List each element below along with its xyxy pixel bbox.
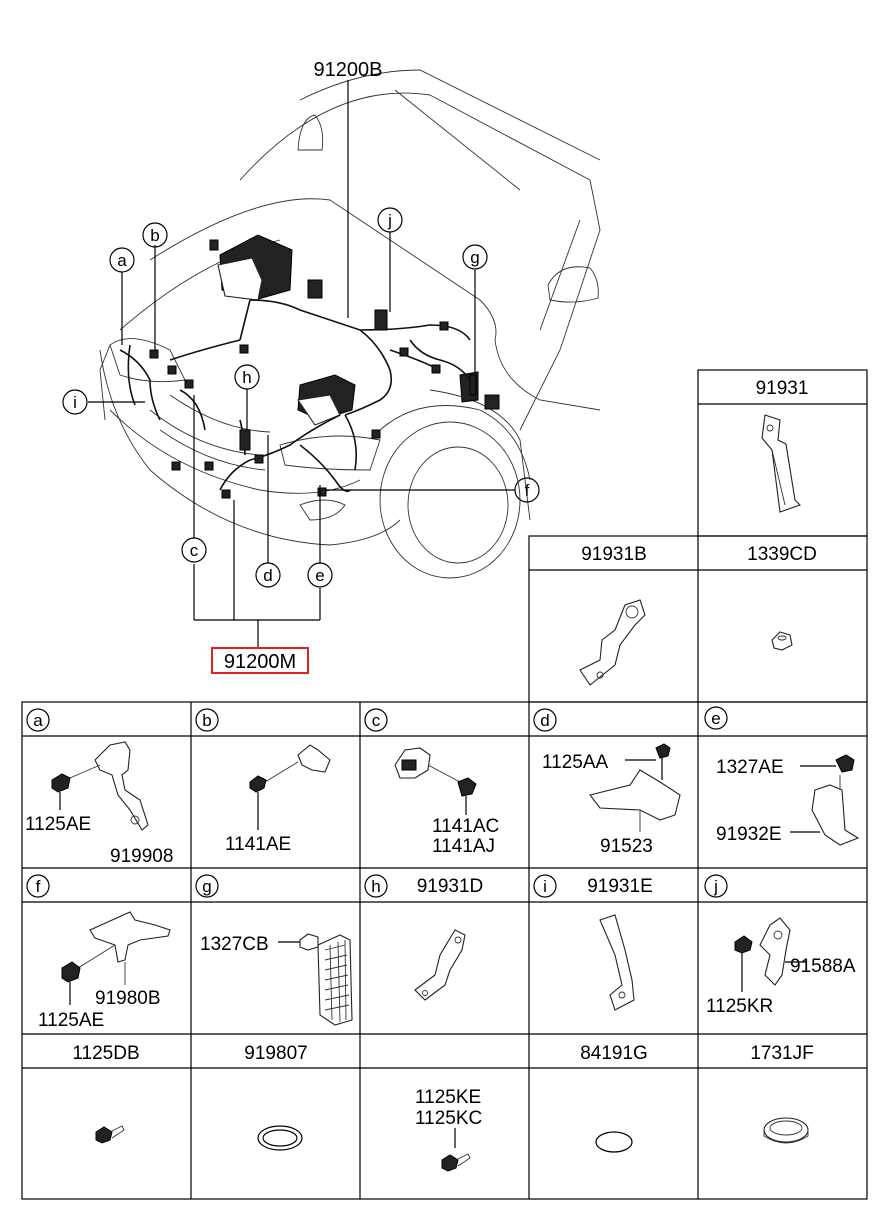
- bracket-91931b-drawing: [579, 599, 646, 686]
- nut-1339cd-drawing: [771, 631, 793, 651]
- cell-a-part-1[interactable]: 1125AE: [25, 814, 91, 835]
- row2-i-header[interactable]: 91931E: [587, 876, 653, 897]
- callout-d: [255, 562, 281, 588]
- callout-j: [377, 207, 403, 233]
- cell-d-part-2[interactable]: 91523: [600, 836, 653, 857]
- row2-g-letter: g: [202, 877, 211, 896]
- row3-cell-2-header[interactable]: 919807: [244, 1043, 307, 1064]
- part-number-upper-harness[interactable]: 91200B: [314, 59, 383, 81]
- callout-g-text: g: [470, 248, 479, 267]
- callout-leaders: [88, 80, 515, 648]
- callout-d-text: d: [263, 566, 272, 585]
- cell-e-drawing: [790, 754, 860, 846]
- callout-f-text: f: [525, 481, 530, 500]
- cell-f-part-2[interactable]: 1125AE: [38, 1010, 104, 1031]
- row2-f-letter: f: [36, 877, 41, 896]
- cell-b-part-1[interactable]: 1141AE: [225, 834, 291, 855]
- grommet-1731jf-drawing: [763, 1117, 809, 1144]
- callout-c: [181, 537, 207, 563]
- cell-91931b-header[interactable]: 91931B: [581, 544, 647, 565]
- row3-cell-1-header[interactable]: 1125DB: [72, 1043, 139, 1064]
- cell-b-drawing: [249, 744, 331, 830]
- callout-h: [234, 364, 260, 390]
- row1-a-letter: a: [33, 711, 43, 730]
- cell-j-part-2[interactable]: 1125KR: [706, 996, 773, 1017]
- grommet-919807-drawing: [257, 1125, 303, 1151]
- cell-h-drawing: [414, 929, 466, 1001]
- cell-f-part-1[interactable]: 91980B: [95, 988, 161, 1009]
- callout-c-text: c: [190, 541, 199, 560]
- callout-i-text: i: [73, 393, 77, 412]
- plug-84191g-drawing: [595, 1131, 633, 1153]
- callout-h-text: h: [242, 368, 251, 387]
- bolt-1125db-drawing: [95, 1125, 125, 1144]
- callout-a-text: a: [117, 251, 127, 270]
- top-right-table: [528, 369, 868, 703]
- car-illustration: [99, 69, 601, 579]
- cell-i-drawing: [599, 914, 635, 1011]
- callout-e-text: e: [315, 566, 324, 585]
- cell-j-part-1[interactable]: 91588A: [790, 956, 856, 977]
- row1-b-letter: b: [202, 711, 211, 730]
- parts-grid: [21, 701, 868, 1200]
- cell-d-drawing: [589, 743, 681, 832]
- callout-a: [109, 247, 135, 273]
- cell-f-drawing: [61, 911, 171, 1005]
- row1-d-letter: d: [540, 711, 549, 730]
- callout-j-text: j: [387, 211, 392, 230]
- callout-f: [514, 477, 540, 503]
- cell-a-drawing: [51, 741, 149, 831]
- callout-b-text: b: [150, 226, 159, 245]
- row3-cell-3-part-1[interactable]: 1125KE: [415, 1087, 481, 1108]
- bolt-1125ke-drawing: [441, 1153, 471, 1172]
- cell-j-drawing: [734, 917, 806, 992]
- cell-91931-header[interactable]: 91931: [756, 378, 809, 399]
- highlight-box: [211, 647, 309, 674]
- cell-g-drawing: [278, 933, 353, 1026]
- bracket-91931-drawing: [761, 414, 802, 513]
- row3-cell-4-header[interactable]: 84191G: [580, 1043, 648, 1064]
- row2-j-letter: j: [713, 877, 718, 896]
- row2-h-header[interactable]: 91931D: [417, 876, 484, 897]
- row2-i-letter: i: [543, 877, 547, 896]
- row3-cell-3-part-2[interactable]: 1125KC: [415, 1108, 482, 1129]
- cell-1339cd-header[interactable]: 1339CD: [747, 544, 817, 565]
- row3-cell-5-header[interactable]: 1731JF: [750, 1043, 813, 1064]
- row1-c-letter: c: [372, 711, 381, 730]
- cell-c-part-2[interactable]: 1141AJ: [432, 836, 495, 857]
- cell-g-part-1[interactable]: 1327CB: [200, 934, 269, 955]
- cell-c-drawing: [394, 747, 477, 815]
- row2-h-letter: h: [371, 877, 380, 896]
- callout-b: [142, 222, 168, 248]
- callout-g: [462, 244, 488, 270]
- part-number-lower-harness[interactable]: 91200M: [224, 651, 296, 673]
- cell-e-part-2[interactable]: 91932E: [716, 824, 782, 845]
- callout-i: [62, 389, 88, 415]
- cell-c-part-1[interactable]: 1141AC: [432, 816, 499, 837]
- cell-e-part-1[interactable]: 1327AE: [716, 757, 784, 778]
- callout-circles: a b c d e f g h i j: [62, 207, 540, 588]
- callout-e: [307, 562, 333, 588]
- cell-d-part-1[interactable]: 1125AA: [542, 752, 609, 773]
- cell-a-part-2[interactable]: 919908: [110, 846, 173, 867]
- row1-e-letter: e: [711, 709, 720, 728]
